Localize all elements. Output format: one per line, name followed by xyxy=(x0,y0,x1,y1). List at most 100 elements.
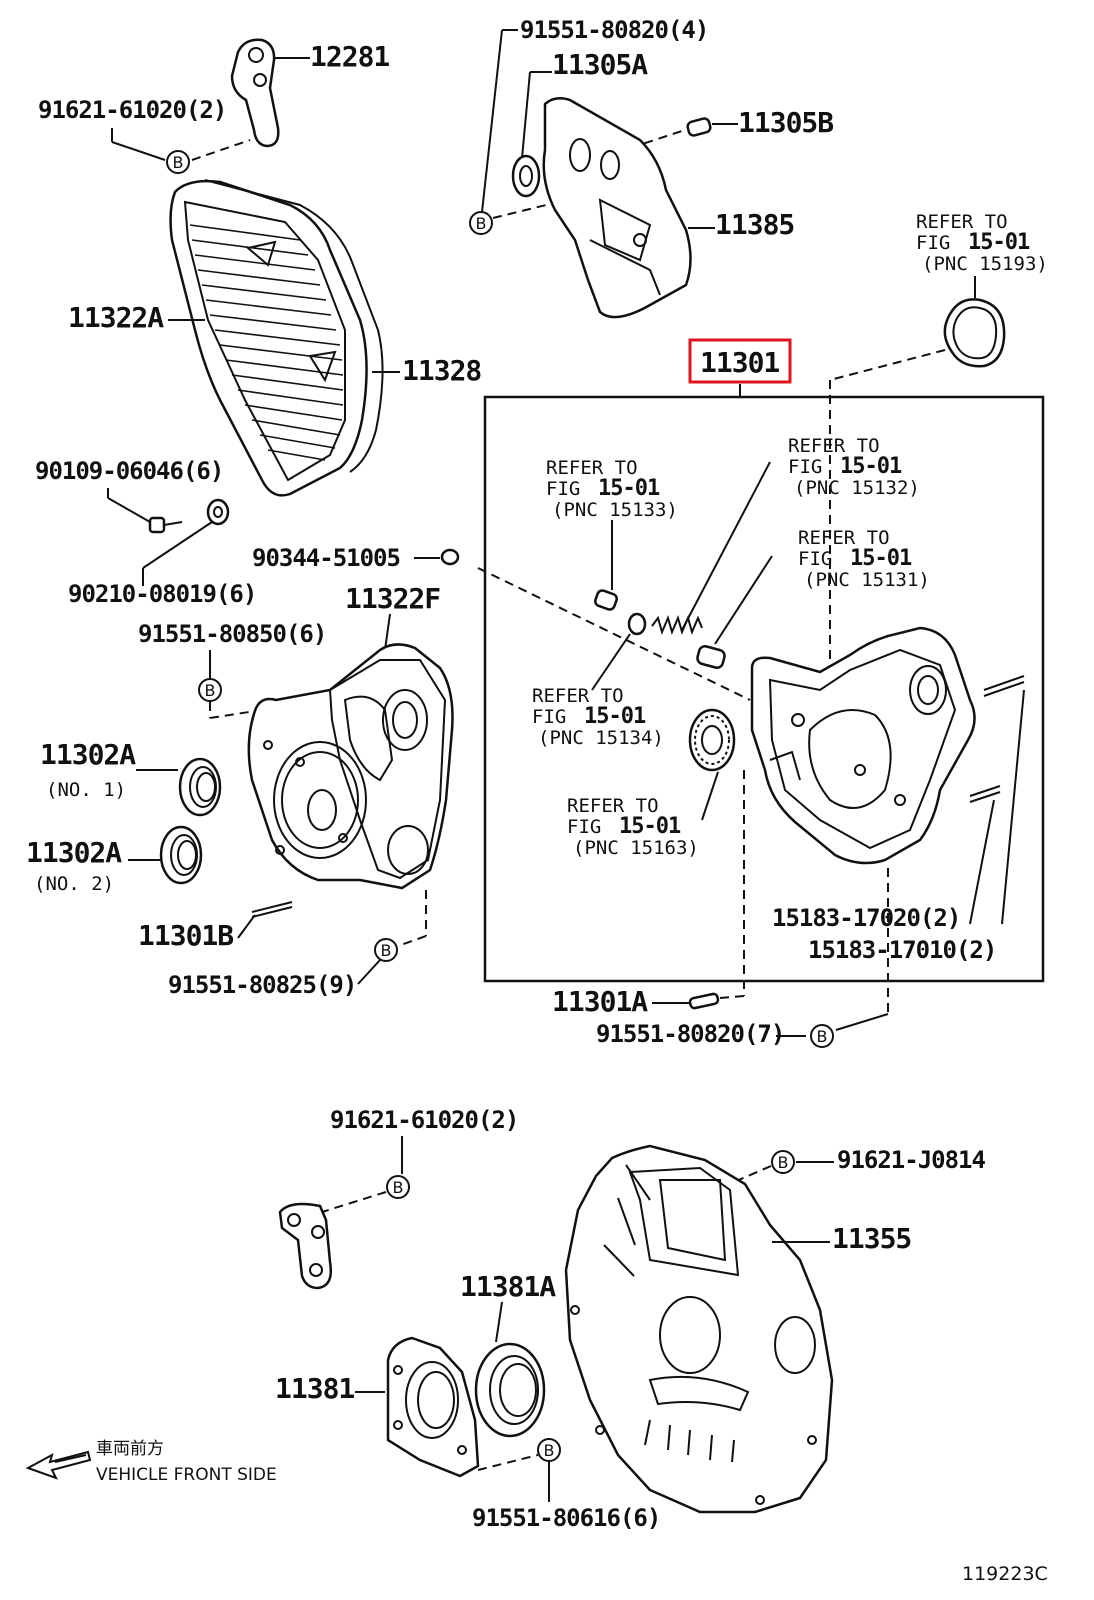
label-11355: 11355 xyxy=(832,1222,911,1255)
svg-text:(PNC 15193): (PNC 15193) xyxy=(922,253,1048,275)
housing-11385-drawing xyxy=(542,96,692,319)
stud-15183-17020-drawing xyxy=(983,675,1025,697)
b-marker: B xyxy=(771,1150,795,1174)
b-marker: B xyxy=(810,1024,834,1048)
reference-15131: REFER TO FIG 15-01 (PNC 15131) xyxy=(798,527,930,591)
label-12281: 12281 xyxy=(310,40,389,73)
svg-text:FIG: FIG xyxy=(788,456,822,478)
svg-text:REFER TO: REFER TO xyxy=(546,457,638,479)
reference-15193: REFER TO FIG 15-01 (PNC 15193) xyxy=(916,211,1048,275)
label-91551-80820-7: 91551-80820(7) xyxy=(596,1020,784,1048)
retainer-11381-drawing xyxy=(386,1336,480,1478)
pin-11301A-drawing xyxy=(688,992,720,1010)
b-marker: B xyxy=(386,1175,410,1199)
b-marker: B xyxy=(198,678,222,702)
label-11301A: 11301A xyxy=(552,985,648,1018)
b-marker: B xyxy=(537,1438,561,1462)
svg-text:FIG: FIG xyxy=(532,706,566,728)
label-91621-61020-bottom: 91621-61020(2) xyxy=(330,1106,518,1134)
svg-text:FIG: FIG xyxy=(798,548,832,570)
svg-text:FIG: FIG xyxy=(546,478,580,500)
seal-11302A-no1-drawing xyxy=(178,757,222,817)
label-90210-08019: 90210-08019(6) xyxy=(68,580,256,608)
svg-text:REFER TO: REFER TO xyxy=(532,685,624,707)
label-11381A: 11381A xyxy=(460,1270,556,1303)
reference-15163: REFER TO FIG 15-01 (PNC 15163) xyxy=(567,795,699,859)
label-91621-61020-top: 91621-61020(2) xyxy=(38,96,226,124)
reference-15133: REFER TO FIG 15-01 (PNC 15133) xyxy=(546,457,678,521)
label-11301B: 11301B xyxy=(138,919,233,952)
reference-15132: REFER TO FIG 15-01 (PNC 15132) xyxy=(788,435,920,499)
seal-11305A-drawing xyxy=(511,154,541,198)
label-11301-highlighted: 11301 xyxy=(700,346,779,379)
washer-15134-drawing xyxy=(627,612,647,636)
svg-text:REFER TO: REFER TO xyxy=(916,211,1008,233)
label-11328: 11328 xyxy=(402,354,481,387)
svg-text:15-01: 15-01 xyxy=(968,230,1030,255)
svg-text:FIG: FIG xyxy=(567,816,601,838)
label-91551-80820-4: 91551-80820(4) xyxy=(520,16,708,44)
direction-label-japanese: 車両前方 xyxy=(96,1439,164,1459)
gear-15163-drawing xyxy=(688,708,736,772)
svg-text:15-01: 15-01 xyxy=(840,454,902,479)
svg-text:REFER TO: REFER TO xyxy=(798,527,890,549)
svg-text:15-01: 15-01 xyxy=(598,476,660,501)
label-15183-17020: 15183-17020(2) xyxy=(772,904,960,932)
pin-11305B-drawing xyxy=(686,117,712,137)
reference-15134: REFER TO FIG 15-01 (PNC 15134) xyxy=(532,685,664,749)
svg-text:B: B xyxy=(817,1027,828,1046)
label-91551-80616: 91551-80616(6) xyxy=(472,1504,660,1532)
front-cover-11322F-drawing xyxy=(247,643,454,890)
svg-text:B: B xyxy=(476,214,487,233)
highlight-box-11301 xyxy=(688,338,792,384)
svg-text:B: B xyxy=(205,681,216,700)
label-no1: (NO. 1) xyxy=(46,779,126,801)
label-11322A: 11322A xyxy=(68,301,164,334)
spring-15132-drawing xyxy=(651,615,703,635)
svg-text:(PNC 15132): (PNC 15132) xyxy=(794,477,920,499)
svg-text:FIG: FIG xyxy=(916,232,950,254)
svg-text:15-01: 15-01 xyxy=(584,704,646,729)
plug-90344-drawing xyxy=(440,548,460,566)
plug-15133-drawing xyxy=(594,589,618,611)
label-11385: 11385 xyxy=(715,208,794,241)
svg-text:15-01: 15-01 xyxy=(850,546,912,571)
svg-text:B: B xyxy=(544,1441,555,1460)
direction-label-english: VEHICLE FRONT SIDE xyxy=(96,1465,277,1485)
timing-cover-11322A-drawing xyxy=(169,179,384,497)
washer-90210-drawing xyxy=(206,498,230,526)
svg-text:(PNC 15134): (PNC 15134) xyxy=(538,727,664,749)
seal-11302A-no2-drawing xyxy=(159,825,203,885)
group-box-11301 xyxy=(483,395,1045,983)
b-marker: B xyxy=(166,150,190,174)
label-no2: (NO. 2) xyxy=(34,873,114,895)
bolt-90109-drawing xyxy=(148,516,183,534)
label-11305B: 11305B xyxy=(738,106,833,139)
svg-text:(PNC 15131): (PNC 15131) xyxy=(804,569,930,591)
b-marker: B xyxy=(374,938,398,962)
pin-11301B-drawing xyxy=(251,901,293,918)
bracket-91621-drawing xyxy=(278,1202,332,1290)
svg-text:B: B xyxy=(778,1153,789,1172)
label-90109-06046: 90109-06046(6) xyxy=(35,457,223,485)
label-91621-J0814: 91621-J0814 xyxy=(837,1146,985,1174)
svg-text:B: B xyxy=(393,1178,404,1197)
valve-15131-drawing xyxy=(696,645,726,669)
label-91551-80825: 91551-80825(9) xyxy=(168,971,356,999)
svg-text:15-01: 15-01 xyxy=(619,814,681,839)
end-plate-11355-drawing xyxy=(564,1144,834,1514)
oil-pump-housing-11301-drawing xyxy=(750,626,976,865)
svg-text:REFER TO: REFER TO xyxy=(567,795,659,817)
label-91551-80850: 91551-80850(6) xyxy=(138,620,326,648)
label-11305A: 11305A xyxy=(552,48,648,81)
label-11302A-no2: 11302A xyxy=(26,836,122,869)
b-marker: B xyxy=(469,211,493,235)
svg-text:B: B xyxy=(381,941,392,960)
label-15183-17010: 15183-17010(2) xyxy=(808,936,996,964)
svg-text:B: B xyxy=(173,153,184,172)
svg-text:(PNC 15163): (PNC 15163) xyxy=(573,837,699,859)
gasket-15193-drawing xyxy=(943,298,1006,368)
svg-text:REFER TO: REFER TO xyxy=(788,435,880,457)
bracket-12281-drawing xyxy=(230,38,280,148)
